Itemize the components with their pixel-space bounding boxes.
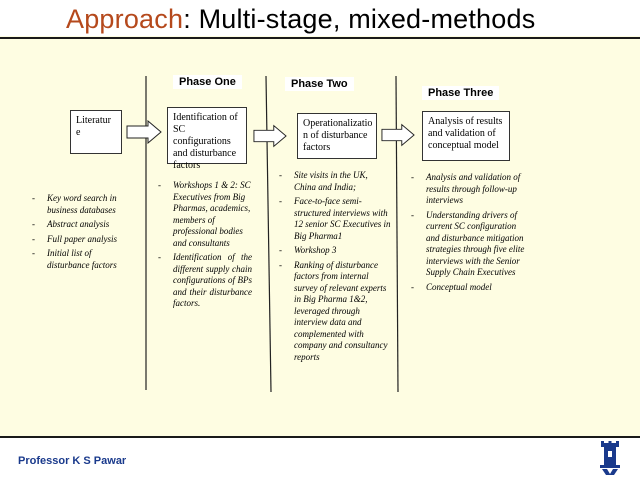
- literature-steps-list: Key word search in business databases Ab…: [30, 193, 130, 274]
- list-item: Key word search in business databases: [30, 193, 130, 216]
- list-item: Site visits in the UK, China and India;: [277, 170, 391, 193]
- slide-title: Approach: Multi-stage, mixed-methods: [66, 4, 535, 35]
- arrow-right-icon: [126, 120, 162, 144]
- title-divider: [0, 37, 640, 39]
- phase-two-activities-list: Site visits in the UK, China and India; …: [277, 170, 391, 366]
- divider-line-2: [265, 75, 272, 393]
- list-item: Workshop 3: [277, 245, 391, 257]
- list-item: Initial list of disturbance factors: [30, 248, 130, 271]
- phase-two-label: Phase Two: [285, 77, 354, 91]
- phase-three-box: Analysis of results and validation of co…: [422, 111, 510, 161]
- list-item: Identification of the different supply c…: [156, 252, 252, 310]
- phase-three-activities-list: Analysis and validation of results throu…: [409, 172, 529, 296]
- footer-band: [0, 438, 640, 480]
- university-crest-logo: [600, 441, 620, 475]
- phase-three-label: Phase Three: [422, 86, 500, 100]
- list-item: Face-to-face semi-structured interviews …: [277, 196, 391, 242]
- list-item: Analysis and validation of results throu…: [409, 172, 529, 207]
- phase-one-box: Identification of SC configurations and …: [167, 107, 247, 171]
- title-band: [0, 0, 640, 36]
- phase-one-label: Phase One: [173, 75, 242, 89]
- phase-two-box: Operationalizatio n of disturbance facto…: [297, 113, 377, 159]
- footer-divider: [0, 436, 640, 438]
- list-item: Ranking of disturbance factors from inte…: [277, 260, 391, 364]
- list-item: Workshops 1 & 2: SC Executives from Big …: [156, 180, 252, 249]
- title-accent: Approach: [66, 4, 184, 34]
- literature-box: Literatur e: [70, 110, 122, 154]
- divider-line-3: [395, 75, 399, 393]
- arrow-right-icon: [381, 123, 415, 147]
- list-item: Abstract analysis: [30, 219, 130, 231]
- list-item: Conceptual model: [409, 282, 529, 294]
- title-rest: : Multi-stage, mixed-methods: [183, 4, 536, 34]
- list-item: Understanding drivers of current SC conf…: [409, 210, 529, 279]
- arrow-right-icon: [253, 124, 287, 148]
- presenter-name: Professor K S Pawar: [18, 455, 127, 467]
- list-item: Full paper analysis: [30, 234, 130, 246]
- phase-one-activities-list: Workshops 1 & 2: SC Executives from Big …: [156, 180, 252, 313]
